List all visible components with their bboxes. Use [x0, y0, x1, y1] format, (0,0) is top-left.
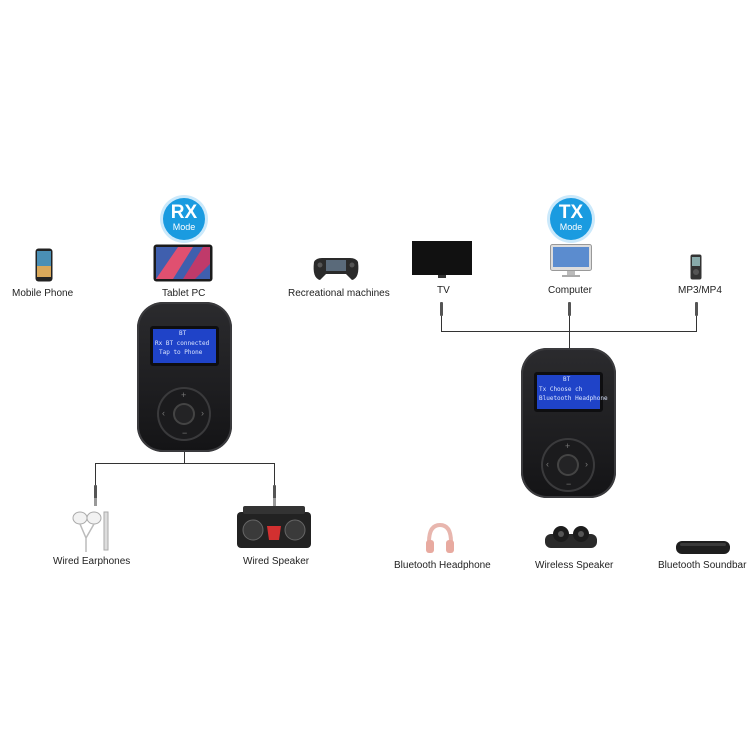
tx-screen-line-2: Bluetooth Headphone — [539, 395, 608, 402]
mobile-phone-icon — [35, 248, 53, 282]
tx-mode-badge: TX Mode — [550, 198, 592, 240]
rx-mode-badge: RX Mode — [163, 198, 205, 240]
rx-output-wire-right — [274, 463, 275, 487]
tx-screen-line-1: Tx Choose ch — [539, 386, 583, 393]
tx-badge-subtitle: Mode — [559, 222, 583, 232]
rx-output-wire-left — [95, 463, 96, 487]
tablet-icon — [153, 244, 213, 282]
tx-input-wire-mp3 — [696, 316, 697, 332]
output-label-wireless-speaker: Wireless Speaker — [535, 560, 614, 571]
headphone-icon — [425, 522, 455, 556]
tx-device-screen: BT Tx Choose ch Bluetooth Headphone — [534, 372, 608, 412]
mp3-player-icon — [690, 254, 702, 280]
gamepad-icon — [312, 256, 360, 282]
output-label-bluetooth-soundbar: Bluetooth Soundbar — [658, 560, 747, 571]
rx-plug-left — [94, 485, 97, 499]
tx-screen-tag: BT — [563, 376, 571, 383]
rx-plug-right-tip — [273, 498, 276, 506]
rx-screen-line-1: Rx BT connected — [155, 340, 210, 347]
tx-plug-computer — [568, 302, 571, 316]
output-label-wired-earphones: Wired Earphones — [53, 556, 131, 567]
tx-minus-icon[interactable]: − — [566, 479, 572, 489]
rx-plus-icon[interactable]: + — [181, 390, 187, 400]
rx-minus-icon[interactable]: − — [182, 428, 188, 438]
rx-plug-left-tip — [94, 498, 97, 506]
tx-next-icon[interactable]: › — [585, 459, 588, 469]
tx-plus-icon[interactable]: + — [565, 441, 571, 451]
tx-input-wire-computer — [569, 316, 570, 348]
tx-input-wire-tv — [441, 316, 442, 332]
tx-input-wire-horizontal — [441, 331, 697, 332]
rx-plug-right — [273, 485, 276, 499]
tx-prev-icon[interactable]: ‹ — [546, 459, 549, 469]
source-label-recreational-machines: Recreational machines — [288, 288, 390, 299]
rx-badge-title: RX — [170, 202, 198, 223]
rx-next-icon[interactable]: › — [201, 408, 204, 418]
tx-plug-tv — [440, 302, 443, 316]
speaker-icon — [235, 502, 313, 550]
rx-mode-button[interactable] — [173, 403, 195, 425]
computer-icon — [550, 244, 592, 278]
tx-badge-title: TX — [558, 202, 584, 223]
output-label-bluetooth-headphone: Bluetooth Headphone — [394, 560, 491, 571]
rx-output-wire-down — [184, 452, 185, 464]
tx-control-pad[interactable]: + − ‹ › — [541, 438, 595, 492]
output-label-wired-speaker: Wired Speaker — [243, 556, 310, 567]
source-label-computer: Computer — [548, 285, 592, 296]
rx-transmitter-device: BT Rx BT connected Tap to Phone + − ‹ › — [137, 302, 232, 452]
tx-transmitter-device: BT Tx Choose ch Bluetooth Headphone + − … — [521, 348, 616, 498]
rx-prev-icon[interactable]: ‹ — [162, 408, 165, 418]
rx-output-wire-horizontal — [95, 463, 275, 464]
tx-mode-button[interactable] — [557, 454, 579, 476]
earphones-icon — [68, 508, 118, 552]
source-label-mobile-phone: Mobile Phone — [12, 288, 74, 299]
tx-plug-mp3 — [695, 302, 698, 316]
rx-screen-tag: BT — [179, 330, 187, 337]
rx-device-screen: BT Rx BT connected Tap to Phone — [150, 326, 219, 366]
rx-control-pad[interactable]: + − ‹ › — [157, 387, 211, 441]
rx-screen-line-2: Tap to Phone — [159, 349, 203, 356]
soundbar-icon — [676, 540, 730, 556]
source-label-tv: TV — [437, 285, 450, 296]
source-label-tablet-pc: Tablet PC — [162, 288, 206, 299]
rx-badge-subtitle: Mode — [172, 222, 196, 232]
earbuds-icon — [543, 524, 599, 556]
source-label-mp3-mp4: MP3/MP4 — [678, 285, 722, 296]
tv-icon — [412, 241, 472, 279]
